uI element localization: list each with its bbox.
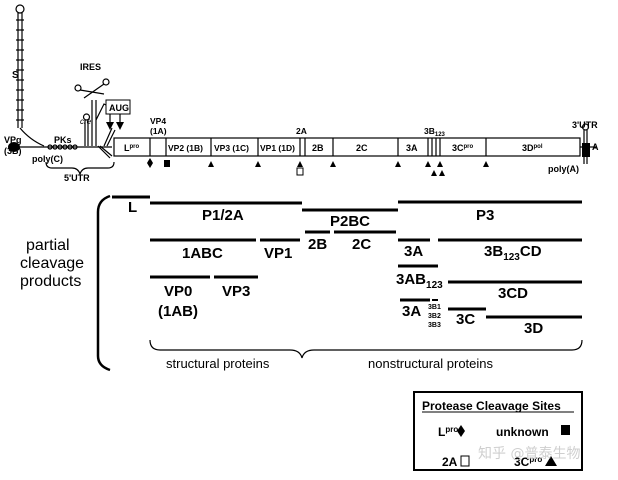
aug-marker: [105, 99, 131, 130]
product-3c: 3C: [456, 311, 475, 328]
product-3b2: 3B2: [428, 313, 441, 320]
cleavage-label: cleavage: [20, 255, 84, 272]
legend-square-icon: [561, 425, 570, 435]
product-3b3: 3B3: [428, 322, 441, 329]
product-2b: 2B: [308, 236, 327, 253]
product-p12a: P1/2A: [202, 207, 244, 224]
orf-lpro-label: Lpro: [124, 143, 140, 153]
orf-dividers: [149, 138, 487, 156]
product-3a-small: 3A: [402, 303, 421, 320]
nonstructural-proteins-label: nonstructural proteins: [368, 356, 494, 371]
cleavage-markers: [147, 158, 489, 176]
product-3ab123: 3AB123: [396, 271, 443, 291]
aug-label: AUG: [109, 103, 129, 113]
product-bars: [112, 195, 582, 319]
legend-diamond-icon: [457, 425, 465, 437]
product-3d: 3D: [524, 320, 543, 337]
3cpro-cleavage-triangle: [255, 161, 261, 167]
3cpro-cleavage-triangle: [425, 161, 431, 167]
a2-top-label: 2A: [296, 126, 307, 136]
orf-vp1-label: VP1 (1D): [260, 143, 295, 153]
product-2c: 2C: [352, 236, 371, 253]
structural-proteins-label: structural proteins: [166, 356, 270, 371]
pks-label: PKs: [54, 135, 72, 145]
orf-3a-label: 3A: [406, 143, 418, 153]
2a-cleavage-square: [296, 167, 304, 176]
legend-unknown: unknown: [496, 425, 549, 439]
products-left-bracket: [96, 194, 111, 372]
vpg-sub-label: (3B): [4, 146, 22, 156]
orf-3d-label: 3Dpol: [522, 143, 543, 153]
3cpro-cleavage-triangle: [483, 161, 489, 167]
product-3b123cd: 3B123CD: [484, 243, 542, 263]
product-vp3: VP3: [222, 283, 250, 300]
legend-lpro: Lpro: [438, 425, 458, 439]
unknown-cleavage-square: [164, 160, 170, 167]
lpro-cleavage-diamond: [147, 158, 153, 168]
legend-triangle-icon: [545, 456, 557, 466]
a-tail-label: A: [592, 142, 599, 152]
legend-3cpro: 3Cpro: [514, 455, 542, 469]
product-vp1: VP1: [264, 245, 292, 262]
utr5-label: 5'UTR: [64, 173, 90, 183]
legend-2a: 2A: [442, 455, 458, 469]
products-label: products: [20, 273, 81, 290]
watermark: 知乎 @普泰生物: [478, 445, 580, 462]
product-3cd: 3CD: [498, 285, 528, 302]
vp4-sub-label: (1A): [150, 126, 167, 136]
polya-label: poly(A): [548, 164, 579, 174]
3cpro-cleavage-triangle: [395, 161, 401, 167]
product-3a: 3A: [404, 243, 423, 260]
legend-title: Protease Cleavage Sites: [422, 399, 561, 413]
product-p3: P3: [476, 207, 494, 224]
product-vp0: VP0: [164, 283, 192, 300]
vp4-label: VP4: [150, 116, 166, 126]
bottom-brace: [149, 339, 583, 359]
3cpro-cleavage-triangle: [431, 170, 437, 176]
utr3-label: 3'UTR: [572, 120, 598, 130]
orf-2b-label: 2B: [312, 143, 324, 153]
utr5-brace: [45, 161, 115, 176]
3cpro-cleavage-triangle: [437, 161, 443, 167]
product-vp0-sub: (1AB): [158, 303, 198, 320]
3cpro-cleavage-triangle: [297, 161, 303, 167]
utr3-dark-block: [582, 143, 590, 157]
orf-3c-label: 3Cpro: [452, 143, 474, 153]
legend-open-square-icon: [460, 455, 470, 467]
orf-vp2-label: VP2 (1B): [168, 143, 203, 153]
legend-box: [413, 391, 583, 471]
partial-label: partial: [26, 237, 70, 254]
3cpro-cleavage-triangle: [208, 161, 214, 167]
b3-top-label: 3B123: [424, 126, 446, 138]
cre-label: cre: [80, 117, 92, 126]
vpg-label: VPg: [4, 135, 22, 145]
orf-vp3-label: VP3 (1C): [214, 143, 249, 153]
polyc-label: poly(C): [32, 154, 63, 164]
product-p2bc: P2BC: [330, 213, 370, 230]
product-l: L: [128, 199, 137, 216]
ires-label: IRES: [80, 62, 101, 72]
product-3b1: 3B1: [428, 304, 441, 311]
3cpro-cleavage-triangle: [439, 170, 445, 176]
vpg-dot: [8, 142, 20, 152]
s-label: S: [12, 70, 19, 81]
3cpro-cleavage-triangle: [330, 161, 336, 167]
orf-2c-label: 2C: [356, 143, 368, 153]
product-1abc: 1ABC: [182, 245, 223, 262]
